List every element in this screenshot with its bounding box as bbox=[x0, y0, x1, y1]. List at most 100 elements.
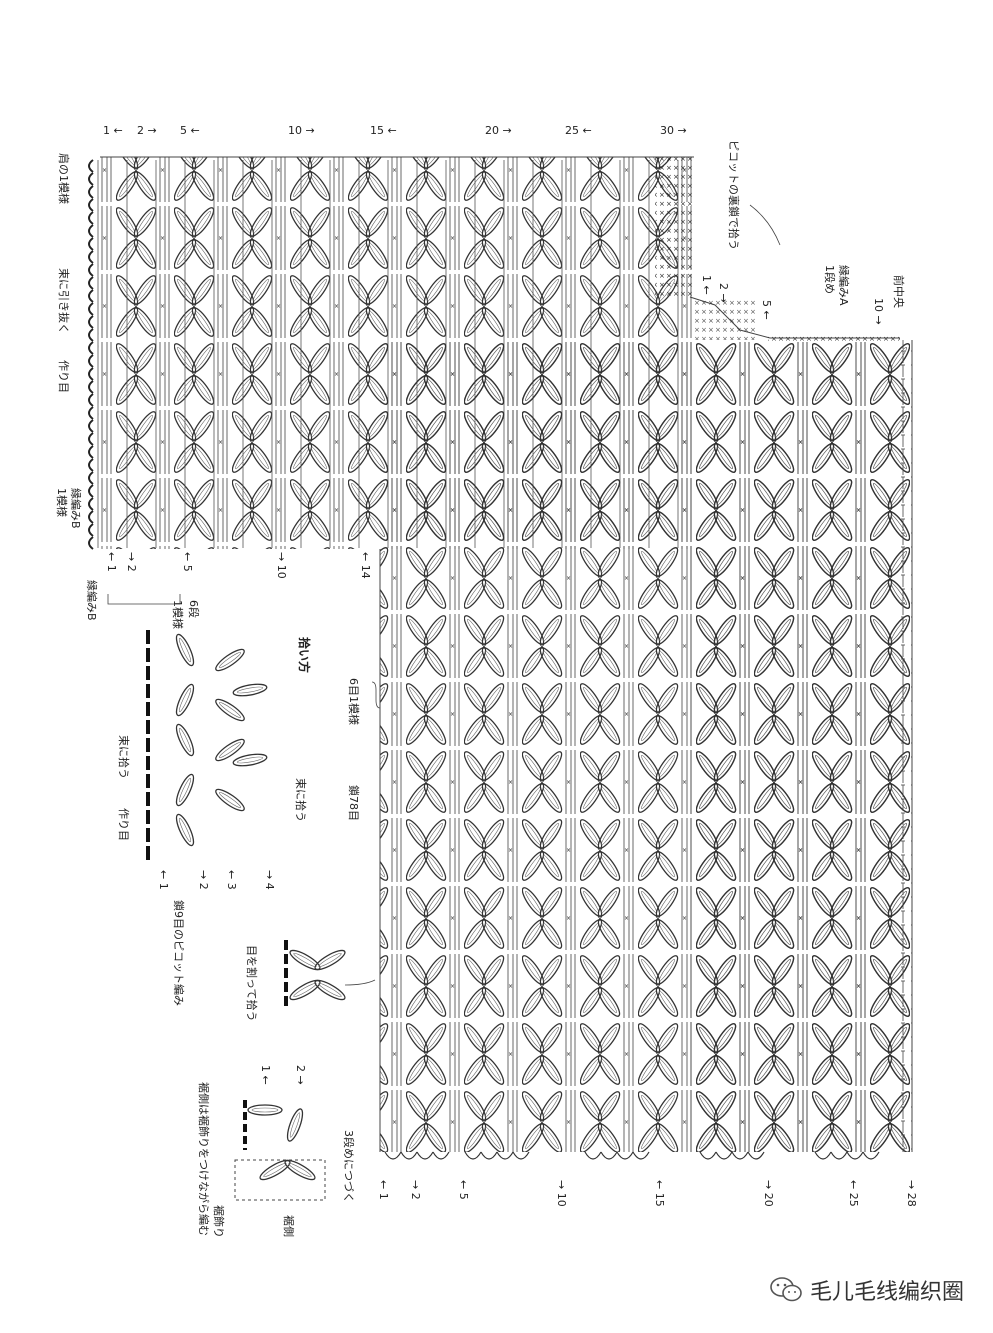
upper-bottom-number: ← 5 bbox=[181, 552, 194, 572]
scallop-mark bbox=[88, 198, 94, 212]
upper-bottom-row-numbers: ← 1 → 2 ← 5 → 10 ← 14 bbox=[105, 552, 372, 579]
scallop-mark bbox=[88, 263, 94, 277]
scallop-mark bbox=[88, 510, 94, 524]
scallop-mark bbox=[88, 523, 94, 537]
shoulder-label: 肩の1模様 bbox=[57, 153, 71, 204]
hem-scallop-mark bbox=[432, 1151, 450, 1160]
upper-bottom-number: → 10 bbox=[275, 552, 288, 579]
lower-bottom-number: ← 25 bbox=[847, 1180, 860, 1207]
scallop-mark bbox=[88, 432, 94, 446]
scallop-mark bbox=[88, 497, 94, 511]
hem-scallop-mark bbox=[814, 1151, 832, 1160]
scallop-mark bbox=[88, 484, 94, 498]
top-row-number: 15 ← bbox=[370, 124, 397, 137]
top-row-number: 5 ← bbox=[180, 124, 200, 137]
hem-scallop-mark bbox=[846, 1151, 864, 1160]
scallop-mark bbox=[88, 458, 94, 472]
hem-scallop-mark bbox=[747, 1151, 765, 1160]
scallop-mark bbox=[88, 211, 94, 225]
top-row-number: 25 ← bbox=[565, 124, 592, 137]
edge-a-label: 縁編みA bbox=[837, 265, 851, 306]
hem-scallop-mark bbox=[416, 1151, 434, 1160]
scallop-mark bbox=[88, 419, 94, 433]
picot-label: 鎖9目のピコット編み bbox=[172, 900, 186, 1006]
lower-block bbox=[379, 340, 913, 1160]
split-detail: 目を割って拾う bbox=[245, 940, 376, 1021]
lower-bottom-row-numbers: ← 1→ 2← 5→ 10← 15→ 20← 25→ 28 bbox=[377, 1180, 918, 1207]
split-label: 目を割って拾う bbox=[245, 945, 259, 1021]
scallop-mark bbox=[88, 471, 94, 485]
scallop-mark bbox=[88, 536, 94, 550]
scallop-mark bbox=[88, 224, 94, 238]
front-center-label: 前中央 bbox=[892, 275, 906, 308]
neck-slope bbox=[689, 296, 900, 341]
hem-scallop-mark bbox=[715, 1151, 733, 1160]
edge-b-label: 縁編みB bbox=[69, 488, 83, 529]
foundation-label: 作り目 bbox=[57, 360, 70, 393]
hem-deco-label: 裾飾り bbox=[212, 1205, 226, 1238]
hem-side-label: 裾側 bbox=[282, 1215, 296, 1237]
scallop-mark bbox=[88, 380, 94, 394]
hem-scallop-mark bbox=[384, 1151, 402, 1160]
pickup-row-number: ← 3 bbox=[225, 870, 238, 890]
watermark: 毛儿毛线编织圈 bbox=[770, 1270, 980, 1310]
hem-row-number: 1 ← bbox=[259, 1065, 272, 1085]
upper-bottom-number: ← 1 bbox=[105, 552, 118, 572]
scallop-mark bbox=[88, 354, 94, 368]
pickup-title: 拾い方 bbox=[297, 637, 312, 673]
upper-bottom-number: → 2 bbox=[125, 552, 138, 572]
pickup-detail: 拾い方 束に拾う 束に拾う 作り目 鎖9目のピコット編み ← 1→ 2← 3→ … bbox=[117, 630, 312, 1006]
hem-scallop-mark bbox=[616, 1151, 634, 1160]
hem-detail: 3段めにつづく 裾側は裾飾りをつけながら編む 裾側 裾飾り 1 ←2 → bbox=[197, 1065, 356, 1238]
six-st-pattern-label: 6目1模様 bbox=[347, 678, 361, 725]
pick-bundle-label: 束に拾う bbox=[294, 778, 308, 822]
wechat-icon bbox=[770, 1277, 802, 1302]
hem-edge-note-label: 裾側は裾飾りをつけながら編む bbox=[197, 1082, 211, 1236]
scallop-mark bbox=[88, 341, 94, 355]
lower-bottom-number: ← 15 bbox=[653, 1180, 666, 1207]
scallop-mark bbox=[88, 367, 94, 381]
top-row-number: 30 → bbox=[660, 124, 687, 137]
scallop-mark bbox=[88, 406, 94, 420]
pickup-row-number: → 2 bbox=[197, 870, 210, 890]
hem-scallop-mark bbox=[600, 1151, 618, 1160]
one-pattern-label: 1模様 bbox=[55, 488, 69, 517]
neck-step-numbers: 1 ←2 →5 ←10 → bbox=[700, 275, 885, 325]
top-row-number: 10 → bbox=[288, 124, 315, 137]
lower-bottom-number: ← 1 bbox=[377, 1180, 390, 1200]
one-pattern-bottom-label: 1模様 bbox=[171, 600, 185, 629]
neck-step-number: 1 ← bbox=[700, 275, 713, 295]
neck-step-number: 5 ← bbox=[760, 300, 773, 320]
lower-bottom-number: → 20 bbox=[762, 1180, 775, 1207]
neck-step-number: 10 → bbox=[872, 298, 885, 325]
lower-bottom-number: → 10 bbox=[555, 1180, 568, 1207]
hem-scallop-mark bbox=[830, 1151, 848, 1160]
hem-scallop-mark bbox=[632, 1151, 650, 1160]
lower-bottom-number: → 2 bbox=[409, 1180, 422, 1200]
hem-scallop-mark bbox=[699, 1151, 717, 1160]
scallop-mark bbox=[88, 276, 94, 290]
scallop-mark bbox=[88, 445, 94, 459]
edge-b-bottom-label: 縁編みB bbox=[85, 580, 99, 621]
first-row-label: 1段め bbox=[823, 265, 837, 294]
scallop-mark bbox=[88, 185, 94, 199]
hem-scallop-mark bbox=[584, 1151, 602, 1160]
top-row-number: 2 → bbox=[137, 124, 157, 137]
watermark-text: 毛儿毛线编织圈 bbox=[810, 1280, 965, 1305]
scallop-mark bbox=[88, 315, 94, 329]
scallop-mark bbox=[88, 393, 94, 407]
pickup-row-number: → 4 bbox=[263, 870, 276, 890]
hem-scallop-mark bbox=[400, 1151, 418, 1160]
top-row-number: 20 → bbox=[485, 124, 512, 137]
hem-scallop-mark bbox=[496, 1151, 514, 1160]
pickup-foundation-label: 作り目 bbox=[117, 808, 130, 841]
lower-bottom-number: ← 5 bbox=[457, 1180, 470, 1200]
scallop-mark bbox=[88, 237, 94, 251]
scallop-mark bbox=[88, 328, 94, 342]
top-row-number: 1 ← bbox=[103, 124, 123, 137]
pickup-row-number: ← 1 bbox=[157, 870, 170, 890]
hem-scallop-mark bbox=[480, 1151, 498, 1160]
upper-bottom-number: ← 14 bbox=[359, 552, 372, 579]
picot-note-label: ピコットの裏鎖で拾う bbox=[727, 140, 741, 250]
